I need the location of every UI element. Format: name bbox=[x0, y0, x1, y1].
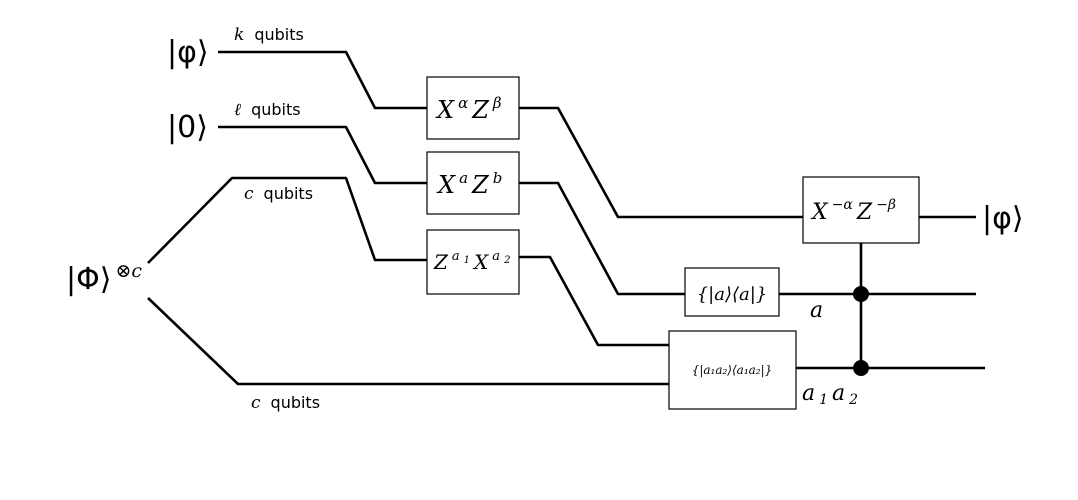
gate-exponent: a bbox=[492, 249, 500, 264]
measurement-a-box bbox=[684, 267, 780, 317]
input-bell-state: |Φ⟩ bbox=[66, 262, 111, 297]
a-variable: a bbox=[802, 381, 815, 406]
qubits-word: qubits bbox=[251, 100, 301, 119]
qubits-word: qubits bbox=[264, 184, 314, 203]
gate-x-a-z-b-label: X a Z b bbox=[436, 169, 502, 199]
gate-exponent: −β bbox=[876, 197, 896, 213]
input-zero-state: |0⟩ bbox=[167, 110, 208, 145]
gate-base: X bbox=[435, 96, 455, 124]
qubits-word: qubits bbox=[271, 393, 321, 412]
gate-base: Z bbox=[856, 200, 873, 225]
control-dot-a bbox=[853, 286, 869, 302]
wire-l-qubits bbox=[218, 125, 427, 185]
k-variable: k bbox=[234, 25, 244, 45]
wire-k-qubits bbox=[218, 50, 427, 110]
wire-after-g3 bbox=[519, 255, 669, 347]
correction-gate-label: X −α Z −β bbox=[810, 196, 896, 225]
qubits-word: qubits bbox=[254, 25, 304, 44]
gate-exponent: α bbox=[458, 94, 468, 112]
gate-exponent-subscript: 2 bbox=[503, 255, 510, 266]
c-variable: c bbox=[244, 184, 254, 204]
output-a-label: a bbox=[810, 298, 823, 323]
subscript: 1 bbox=[819, 392, 828, 408]
gate-base: Z bbox=[471, 96, 490, 124]
gate-base: Z bbox=[471, 171, 490, 199]
gate-x-alpha-z-beta-label: X α Z β bbox=[435, 94, 502, 124]
gate-z-a1-x-a2-label: Z a 1 X a 2 bbox=[433, 247, 510, 274]
subscript: 2 bbox=[848, 392, 858, 408]
wire-c-qubits-upper bbox=[147, 176, 427, 264]
input-bell-state-label: |Φ⟩ ⊗c bbox=[66, 260, 142, 297]
output-a1a2-label: a 1 a 2 bbox=[802, 381, 858, 408]
gate-exponent: b bbox=[493, 169, 503, 187]
wire-label-k-qubits: k qubits bbox=[234, 25, 304, 45]
wire-label-l-qubits: ℓ qubits bbox=[234, 100, 301, 120]
gate-x-a-z-b-box bbox=[426, 151, 520, 215]
wire-c-qubits-lower bbox=[147, 297, 669, 386]
a-variable: a bbox=[832, 381, 845, 406]
gate-exponent: a bbox=[452, 249, 460, 264]
wire-after-g1 bbox=[519, 106, 803, 219]
gate-exponent-subscript: 1 bbox=[464, 255, 470, 266]
l-variable: ℓ bbox=[234, 100, 241, 120]
gate-base: X bbox=[436, 171, 456, 199]
gate-z-a1-x-a2-box bbox=[426, 229, 520, 295]
output-phi-state: |φ⟩ bbox=[982, 201, 1024, 236]
gate-base: Z bbox=[433, 250, 449, 274]
measurement-a1a2-box bbox=[668, 330, 797, 410]
gate-exponent: −α bbox=[832, 197, 854, 213]
gate-exponent: β bbox=[492, 94, 502, 112]
gate-exponent: a bbox=[459, 169, 468, 187]
measurement-a-label: {|a⟩⟨a|} bbox=[697, 284, 768, 305]
correction-gate-box bbox=[802, 176, 920, 244]
gate-x-alpha-z-beta-box bbox=[426, 76, 520, 140]
input-bell-exponent: ⊗c bbox=[115, 260, 142, 282]
gate-base: X bbox=[472, 250, 489, 274]
input-phi-state: |φ⟩ bbox=[167, 35, 209, 70]
wire-label-c-qubits-upper: c qubits bbox=[244, 184, 313, 204]
wire-label-c-qubits-lower: c qubits bbox=[251, 393, 320, 413]
gate-base: X bbox=[810, 200, 829, 225]
c-variable: c bbox=[251, 393, 261, 413]
wire-after-g2 bbox=[519, 181, 685, 296]
measurement-a1a2-label: {|a₁a₂⟩⟨a₁a₂|} bbox=[692, 363, 773, 377]
control-dot-a1a2 bbox=[853, 360, 869, 376]
